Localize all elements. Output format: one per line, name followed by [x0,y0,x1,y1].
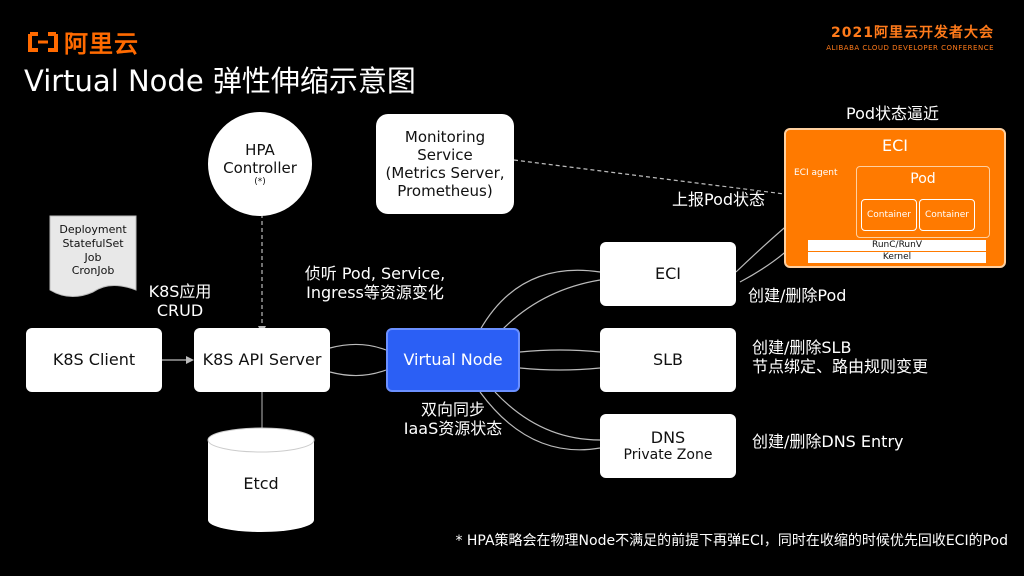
eci-action-label: 创建/删除Pod [748,286,847,305]
report-status-label: 上报Pod状态 [672,190,766,209]
hpa-line3: (*) [254,177,266,187]
eci-instance-panel: ECI ECI agent Pod Container Container Ru… [784,128,1006,268]
eci-panel-title: ECI [882,136,908,155]
crud-line2: CRUD [156,301,204,321]
hpa-controller-node: HPA Controller (*) [208,112,312,216]
workload-deployment: Deployment [59,223,127,236]
container-box-1: Container [861,199,917,231]
sync-line2: IaaS资源状态 [403,419,503,439]
dns-node: DNS Private Zone [600,414,736,478]
crud-label: K8S应用 CRUD [132,282,228,320]
monitoring-service-node: Monitoring Service (Metrics Server, Prom… [376,114,514,214]
runtime-strip: RunC/RunV [808,240,986,251]
eci-agent-label: ECI agent [794,168,838,178]
approach-status-label: Pod状态逼近 [846,104,940,123]
container-box-2: Container [919,199,975,231]
pod-title: Pod [910,171,936,187]
monitoring-line2: Service [417,146,473,164]
pod-box: Pod Container Container [856,166,990,238]
eci-node: ECI [600,242,736,306]
monitoring-line1: Monitoring [404,128,486,146]
brand-logo: 阿里云 [28,24,139,59]
workloads-document: Deployment StatefulSet Job CronJob [50,223,136,278]
footer-note: * HPA策略会在物理Node不满足的前提下再弹ECI，同时在收缩的时候优先回收… [455,533,1008,549]
crud-line1: K8S应用 [148,282,212,301]
etcd-label: Etcd [243,474,279,493]
monitoring-line4: Prometheus) [397,182,493,200]
page-title: Virtual Node 弹性伸缩示意图 [24,64,416,98]
monitoring-line3: (Metrics Server, [385,164,505,182]
slb-action-line1: 创建/删除SLB [752,338,852,357]
brand-name: 阿里云 [64,30,139,58]
virtual-node: Virtual Node [386,328,520,392]
k8s-api-server-node: K8S API Server [194,328,330,392]
dns-line1: DNS [650,428,686,447]
hpa-line1: HPA [245,141,275,159]
conference-title: 2021阿里云开发者大会 [831,25,994,41]
workload-job: Job [84,250,102,264]
hpa-line2: Controller [223,159,297,177]
sync-line1: 双向同步 [420,400,485,419]
watch-label: 侦听 Pod, Service, Ingress等资源变化 [290,264,460,302]
sync-label: 双向同步 IaaS资源状态 [380,400,526,438]
etcd-cylinder [207,427,315,532]
slb-node: SLB [600,328,736,392]
k8s-client-node: K8S Client [26,328,162,392]
conference-subtitle: ALIBABA CLOUD DEVELOPER CONFERENCE [826,44,994,52]
kernel-strip: Kernel [808,252,986,263]
dns-line2: Private Zone [623,447,713,464]
workload-cronjob: CronJob [71,264,115,278]
conference-brand: 2021阿里云开发者大会 ALIBABA CLOUD DEVELOPER CON… [826,22,994,52]
watch-line1: 侦听 Pod, Service, [304,264,446,283]
aliyun-logo-icon [28,31,58,53]
dns-action-label: 创建/删除DNS Entry [752,432,904,451]
slb-action-label: 创建/删除SLB 节点绑定、路由规则变更 [752,338,928,376]
workloads-document-shape [49,215,137,297]
watch-line2: Ingress等资源变化 [306,283,444,303]
slb-action-line2: 节点绑定、路由规则变更 [752,357,929,377]
workload-statefulset: StatefulSet [62,236,124,250]
